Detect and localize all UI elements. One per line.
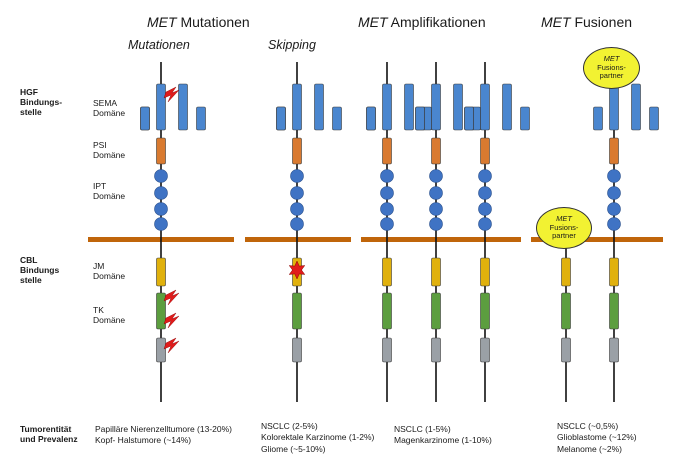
sema-domain-block [292,83,302,131]
sema-domain-block [366,106,376,131]
c-terminal-tail-block [292,337,302,363]
ipt-domain-circle [429,202,443,216]
tk-domain-block [480,292,490,330]
sema-domain-block [431,83,441,131]
tk-domain-block [609,292,619,330]
sema-domain-block [631,83,641,131]
ipt-domain-circle [290,202,304,216]
prevalence-skipping: NSCLC (2-5%)Kolorektale Karzinome (1-2%)… [261,421,375,454]
ipt-domain-circle [478,202,492,216]
sema-domain-block [415,106,425,131]
prevalence-mutations: Papilläre Nierenzelltumore (13-20%)Kopf-… [95,424,233,446]
ipt-domain-circle [154,186,168,200]
ipt-domain-circle [607,169,621,183]
ipt-domain-circle [429,217,443,231]
c-terminal-tail-block [431,337,441,363]
sema-domain-block [276,106,286,131]
mutation-lightning-tail [163,337,180,354]
jm-domain-block [382,257,392,287]
c-terminal-tail-block [382,337,392,363]
ipt-domain-circle [154,169,168,183]
ipt-domain-circle [290,186,304,200]
psi-domain-block [382,137,392,165]
sema-domain-block [464,106,474,131]
sema-domain-block [178,83,188,131]
ipt-domain-circle [429,169,443,183]
tk-domain-block [382,292,392,330]
mutation-lightning-tk [163,312,180,329]
jm-domain-block [480,257,490,287]
tk-domain-block [561,292,571,330]
sema-domain-block [382,83,392,131]
c-terminal-tail-block [156,337,166,363]
sema-domain-block [520,106,530,131]
c-terminal-tail-block [480,337,490,363]
header-mutations: MET Mutationen [147,14,250,30]
ipt-domain-circle [380,186,394,200]
mutation-lightning-tk [163,289,180,306]
ipt-domain-circle [478,186,492,200]
sema-domain-block [502,83,512,131]
ipt-domain-circle [290,217,304,231]
sema-domain-block [332,106,342,131]
psi-domain-block [292,137,302,165]
subheader-mutations: Mutationen [128,38,190,52]
mutation-lightning-sema [163,86,180,103]
exon14-skipping-star [288,260,306,280]
psi-domain-block [609,137,619,165]
sema-domain-block [156,83,166,131]
ipt-domain-circle [478,169,492,183]
c-terminal-tail-block [561,337,571,363]
prevalence-amplifications: NSCLC (1-5%)Magenkarzinome (1-10%) [394,424,492,446]
psi-domain-block [156,137,166,165]
sema-domain-block [196,106,206,131]
sema-domain-block [453,83,463,131]
c-terminal-tail-block [609,337,619,363]
jm-domain-block [609,257,619,287]
ipt-domain-circle [290,169,304,183]
ipt-domain-circle [380,202,394,216]
header-amplifications: MET Amplifikationen [358,14,486,30]
tk-domain-block [156,292,166,330]
sema-domain-block [314,83,324,131]
sema-domain-block [593,106,603,131]
sema-domain-block [609,83,619,131]
ipt-domain-circle [607,202,621,216]
ipt-domain-circle [607,217,621,231]
sema-domain-block [140,106,150,131]
ipt-domain-circle [380,169,394,183]
sema-domain-block [404,83,414,131]
jm-domain-block [156,257,166,287]
subheader-skipping: Skipping [268,38,316,52]
jm-domain-block [561,257,571,287]
tk-domain-block [292,292,302,330]
ipt-domain-circle [429,186,443,200]
psi-domain-block [480,137,490,165]
sema-domain-block [649,106,659,131]
jm-domain-block [431,257,441,287]
psi-domain-block [431,137,441,165]
ipt-domain-circle [154,217,168,231]
ipt-domain-circle [478,217,492,231]
ipt-domain-circle [607,186,621,200]
ipt-domain-circle [154,202,168,216]
sema-domain-block [480,83,490,131]
prevalence-fusions: NSCLC (~0,5%)Glioblastome (~12%)Melanome… [557,421,637,454]
tk-domain-block [431,292,441,330]
header-fusions: MET Fusionen [541,14,633,30]
ipt-domain-circle [380,217,394,231]
